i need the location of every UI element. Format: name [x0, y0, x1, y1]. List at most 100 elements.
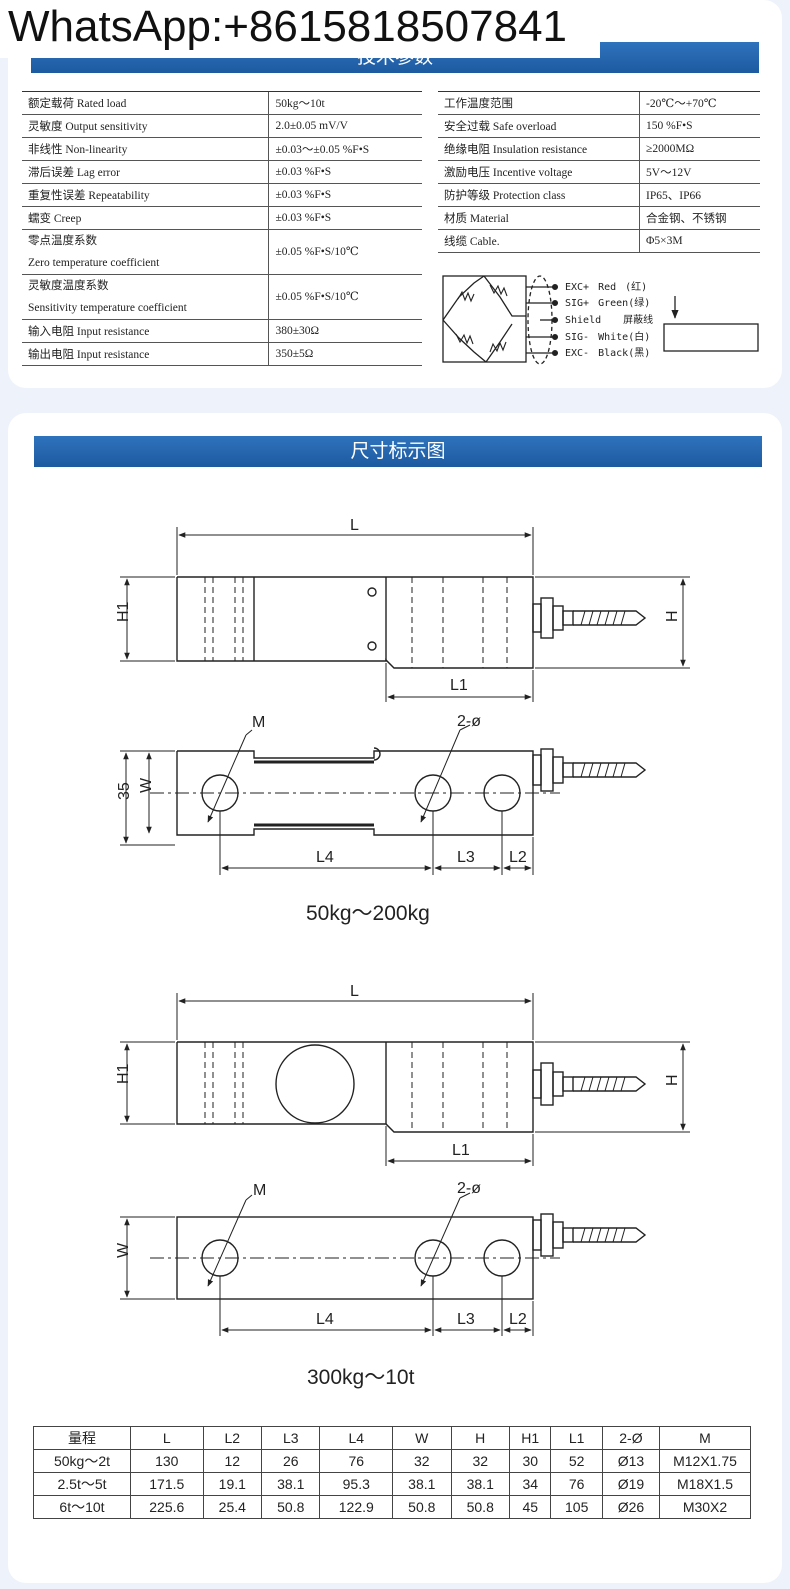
header-cell: H: [450, 1426, 510, 1450]
table-cell: 26: [261, 1449, 321, 1473]
table-cell: 25.4: [202, 1495, 263, 1519]
spec-value: ±0.05 %F•S/10℃: [268, 229, 422, 275]
spec-name: 灵敏度 Output sensitivity: [22, 114, 269, 138]
dim-label: L1: [450, 677, 468, 694]
spec-value: -20℃～+70℃: [639, 91, 760, 115]
dim-label: L4: [316, 1311, 334, 1328]
wire-color-cn: (红): [625, 280, 647, 293]
wiring-diagram: [442, 275, 559, 365]
terminal-dot: [551, 316, 559, 324]
cell-body: [663, 323, 759, 352]
header-cell: W: [392, 1426, 452, 1450]
load-cell-sketch: [663, 296, 759, 352]
dim-label: L3: [457, 1311, 475, 1328]
spec-name: 线缆 Cable.: [438, 229, 640, 253]
drawing2-side-labels: L H1 H L1: [115, 983, 681, 1159]
resistor-zigzag: [457, 290, 475, 303]
dim-label: W: [138, 777, 155, 793]
table-cell: 38.1: [392, 1472, 452, 1496]
spec-value: 380±30Ω: [268, 319, 422, 343]
drawing2-side: [120, 993, 690, 1166]
drawing2-top-labels: M 2-ø W L4 L3 L2: [115, 1180, 527, 1328]
dim-label: 2-ø: [457, 1180, 481, 1197]
svg-text:EXC-Black(黑): EXC-Black(黑): [565, 347, 650, 359]
dim-label: 35: [116, 782, 133, 800]
dim-label: L4: [316, 849, 334, 866]
bridge-frame: [442, 275, 527, 363]
spec-name: 输出电阻 Input resistance: [22, 342, 269, 366]
terminal-dot: [551, 283, 559, 291]
table-cell: 50kg～2t: [33, 1449, 131, 1473]
body-outline: [176, 1041, 534, 1133]
wire-pin: SIG+: [565, 298, 589, 309]
dim-label: L2: [509, 1311, 527, 1328]
drawing2-top: [120, 1192, 647, 1336]
table-cell: 6t～10t: [33, 1495, 131, 1519]
dim-label: H1: [115, 601, 132, 622]
table-cell: 95.3: [319, 1472, 394, 1496]
spec-row: 非线性 Non-linearity±0.03～±0.05 %F•S: [22, 137, 422, 161]
header-cell: H1: [508, 1426, 552, 1450]
caption-range-small: 50kg～200kg: [306, 902, 430, 925]
spec-name-cn: 灵敏度温度系数: [28, 280, 109, 292]
table-cell: 38.1: [261, 1472, 321, 1496]
wire-pin: SIG-: [565, 332, 589, 343]
wire-color: Green: [598, 298, 628, 309]
svg-text:SIG+Green(绿): SIG+ Green(绿): [565, 296, 650, 309]
spec-name: 滞后误差 Lag error: [22, 160, 269, 184]
spec-value: 150 %F•S: [639, 114, 760, 138]
wire-color-cn: (绿): [628, 296, 650, 309]
spec-name: 重复性误差 Repeatability: [22, 183, 269, 207]
spec-row: 绝缘电阻 Insulation resistance≥2000MΩ: [438, 137, 760, 161]
table-cell: Ø19: [601, 1472, 661, 1496]
spec-name: 非线性 Non-linearity: [22, 137, 269, 161]
spec-name: 额定载荷 Rated load: [22, 91, 269, 115]
resistor-zigzag: [489, 284, 508, 297]
spec-name: 激励电压 Incentive voltage: [438, 160, 640, 184]
wire-pin: EXC-: [565, 348, 589, 359]
table-cell: 76: [550, 1472, 603, 1496]
dimension-section-title: 尺寸标示图: [34, 436, 762, 467]
spec-value: ±0.03 %F•S: [268, 206, 422, 230]
table-cell: 50.8: [392, 1495, 452, 1519]
spec-value: IP65、IP66: [639, 183, 760, 207]
header-cell: L3: [261, 1426, 321, 1450]
table-cell: 32: [450, 1449, 510, 1473]
spec-row: 滞后误差 Lag error±0.03 %F•S: [22, 160, 422, 184]
spec-name-cn: 零点温度系数: [28, 235, 97, 247]
dim-label: H: [664, 1074, 681, 1086]
dim-label: L2: [509, 849, 527, 866]
spec-name: 蠕变 Creep: [22, 206, 269, 230]
drawing1-side: [120, 527, 690, 702]
resistor-zigzag: [489, 341, 507, 353]
dimension-card: [8, 413, 782, 1583]
wire-color: White: [598, 332, 628, 343]
spec-row: 工作温度范围-20℃～+70℃: [438, 91, 760, 115]
table-cell: 105: [550, 1495, 603, 1519]
spec-value: 50kg～10t: [268, 91, 422, 115]
caption-range-large: 300kg～10t: [307, 1366, 415, 1389]
whatsapp-watermark: WhatsApp:+8615818507841: [0, 0, 600, 58]
wire-color-cn: (黑): [628, 347, 650, 359]
terminal-dot: [551, 333, 559, 341]
wire-color-cn: (白): [628, 330, 650, 343]
spec-value: ±0.05 %F•S/10℃: [268, 274, 422, 320]
drawing1-top: [120, 724, 647, 875]
table-cell: 19.1: [202, 1472, 263, 1496]
svg-text:SIG-White(白): SIG- White(白): [565, 330, 650, 343]
dim-label: 2-ø: [457, 713, 481, 730]
table-cell: M18X1.5: [659, 1472, 751, 1496]
terminal-dot: [551, 349, 559, 357]
table-cell: 122.9: [319, 1495, 394, 1519]
